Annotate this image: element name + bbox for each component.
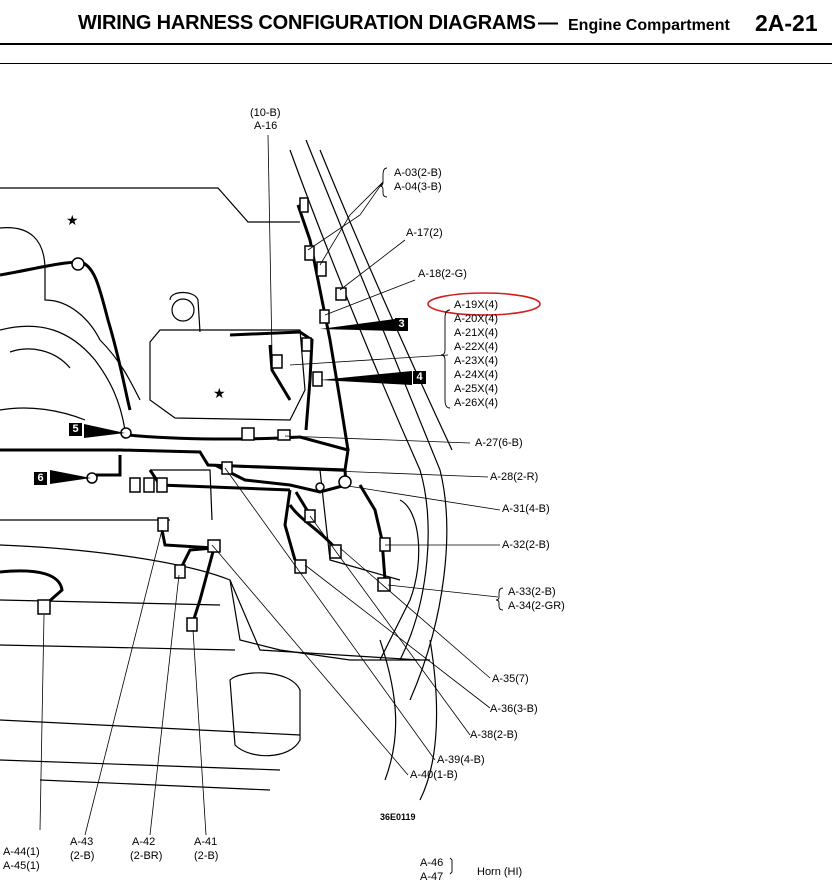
connectors xyxy=(37,197,391,632)
label-a24: A-24X(4) xyxy=(454,369,499,381)
marker-box-3: 3 xyxy=(395,318,408,331)
label-braces xyxy=(379,167,504,875)
star-icon: ★ xyxy=(213,385,226,401)
label-a36: A-36(3-B) xyxy=(490,703,538,715)
label-a46: A-46 xyxy=(420,857,444,869)
label-a32: A-32(2-B) xyxy=(502,539,550,551)
label-a33: A-33(2-B) xyxy=(508,586,556,598)
label-a03: A-03(2-B) xyxy=(394,167,442,179)
title-dash: — xyxy=(538,12,558,34)
label-a43-pins: (2-B) xyxy=(70,850,95,862)
callout-pointers xyxy=(50,319,412,484)
label-a43: A-43 xyxy=(70,836,94,848)
label-a41-pins: (2-B) xyxy=(194,850,219,862)
label-a27: A-27(6-B) xyxy=(475,437,523,449)
wiring-harness xyxy=(0,204,387,626)
header-rule xyxy=(0,43,832,45)
label-a22: A-22X(4) xyxy=(454,341,499,353)
label-a21: A-21X(4) xyxy=(454,327,499,339)
label-a44: A-44(1) xyxy=(3,846,40,858)
leader-lines xyxy=(39,134,501,836)
header-rule-thin xyxy=(0,63,832,64)
label-a25: A-25X(4) xyxy=(454,383,499,395)
label-a34: A-34(2-GR) xyxy=(508,600,565,612)
label-a35: A-35(7) xyxy=(492,673,529,685)
label-a20: A-20X(4) xyxy=(454,313,499,325)
label-a47: A-47 xyxy=(420,871,444,883)
label-a39: A-39(4-B) xyxy=(437,754,485,766)
label-a40: A-40(1-B) xyxy=(410,769,458,781)
page-title: WIRING HARNESS CONFIGURATION DIAGRAMS xyxy=(78,12,536,34)
label-a23: A-23X(4) xyxy=(454,355,499,367)
label-horn: Horn (HI) xyxy=(477,866,523,878)
label-a42-pins: (2-BR) xyxy=(130,850,163,862)
star-icon: ★ xyxy=(66,212,79,228)
label-a31: A-31(4-B) xyxy=(502,503,550,515)
label-a16-pins: (10-B) xyxy=(250,107,281,119)
marker-box-5: 5 xyxy=(69,423,82,436)
label-a18: A-18(2-G) xyxy=(418,268,467,280)
label-a17: A-17(2) xyxy=(406,227,443,239)
label-a26: A-26X(4) xyxy=(454,397,499,409)
label-a28: A-28(2-R) xyxy=(490,471,539,483)
marker-box-4: 4 xyxy=(413,371,426,384)
figure-code: 36E0119 xyxy=(380,812,416,822)
label-a04: A-04(3-B) xyxy=(394,181,442,193)
marker-box-6: 6 xyxy=(34,472,47,485)
page-number: 2A-21 xyxy=(755,10,818,36)
label-a41: A-41 xyxy=(194,836,218,848)
label-a19: A-19X(4) xyxy=(454,299,499,311)
label-a45: A-45(1) xyxy=(3,860,40,872)
highlight-ellipse xyxy=(427,292,541,316)
label-a42: A-42 xyxy=(132,836,156,848)
label-a16: A-16 xyxy=(254,120,278,132)
label-a38: A-38(2-B) xyxy=(470,729,518,741)
vehicle-outline xyxy=(0,139,453,801)
section-subtitle: Engine Compartment xyxy=(568,17,730,34)
